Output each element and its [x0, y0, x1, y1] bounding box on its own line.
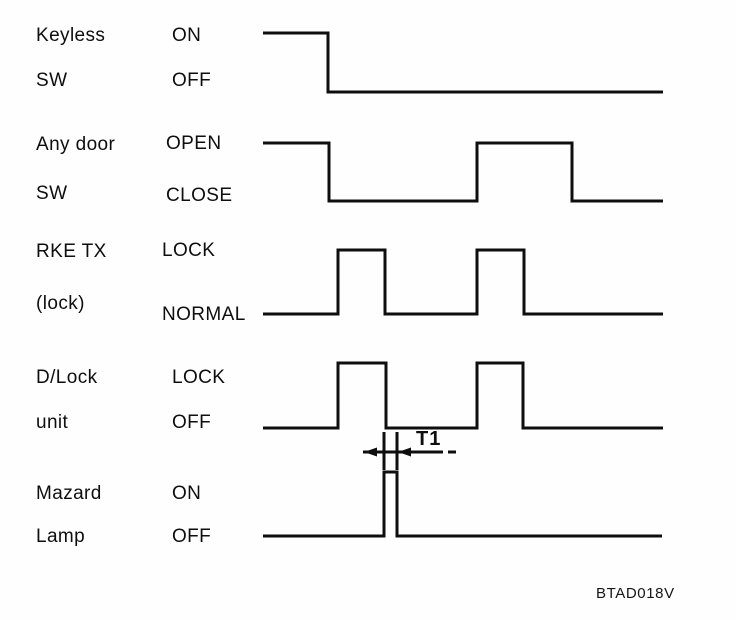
state-label-keyless-high: ON: [172, 25, 202, 46]
signal-name-any-door-line2: SW: [36, 183, 68, 204]
signal-name-mazard-lamp-line1: Mazard: [36, 483, 102, 504]
t1-interval-label: T1: [416, 428, 442, 450]
state-label-mazard-lamp-high: ON: [172, 483, 202, 504]
figure-code: BTAD018V: [596, 585, 675, 602]
signal-name-keyless-line1: Keyless: [36, 25, 106, 46]
signal-name-keyless-line2: SW: [36, 70, 68, 91]
state-label-d-lock-high: LOCK: [172, 367, 226, 388]
state-label-any-door-low: CLOSE: [166, 185, 233, 206]
state-label-keyless-low: OFF: [172, 70, 212, 91]
waveform-keyless-sw: [263, 31, 663, 94]
waveform-mazard-lamp: [263, 470, 662, 538]
waveform-rke-tx-lock: [263, 248, 663, 316]
state-label-d-lock-low: OFF: [172, 412, 212, 433]
signal-name-rke-tx-line1: RKE TX: [36, 241, 107, 262]
waveform-d-lock-unit: [263, 361, 663, 430]
signal-name-mazard-lamp-line2: Lamp: [36, 526, 86, 547]
signal-name-d-lock-line2: unit: [36, 412, 69, 433]
arrowhead-left-0: [364, 447, 377, 457]
waveform-any-door-sw: [263, 141, 663, 203]
state-label-rke-tx-high: LOCK: [162, 240, 216, 261]
signal-name-d-lock-line1: D/Lock: [36, 367, 98, 388]
signal-name-rke-tx-line2: (lock): [36, 293, 85, 314]
state-label-rke-tx-low: NORMAL: [162, 304, 246, 325]
state-label-mazard-lamp-low: OFF: [172, 526, 212, 547]
arrowhead-left-1: [398, 447, 411, 457]
signal-name-any-door-line1: Any door: [36, 134, 116, 155]
state-label-any-door-high: OPEN: [166, 133, 222, 154]
